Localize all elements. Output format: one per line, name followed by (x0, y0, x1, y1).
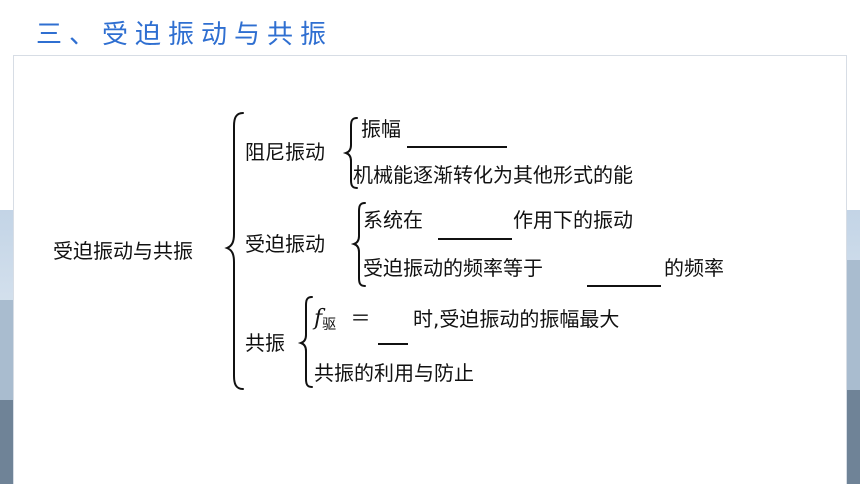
damped-item-amplitude: 振幅 (361, 117, 401, 141)
background-building-left-dark (0, 400, 13, 484)
resonance-item-applications: 共振的利用与防止 (314, 361, 474, 385)
branch-brace-3 (297, 296, 313, 388)
forced-item-2-before: 受迫振动的频率等于 (363, 256, 543, 280)
frequency-subscript: 驱 (322, 317, 337, 333)
forced-item-1-after: 作用下的振动 (513, 208, 633, 232)
fill-blank-amplitude (407, 146, 507, 148)
forced-item-2-after: 的频率 (664, 256, 724, 280)
resonance-condition-after: 时,受迫振动的振幅最大 (413, 307, 620, 331)
frequency-symbol: f (314, 306, 323, 331)
fill-blank-frequency (587, 285, 661, 287)
root-brace (224, 112, 244, 390)
fill-blank-resonance (378, 343, 408, 345)
equals-sign: ＝ (350, 306, 371, 330)
brace-lines (224, 112, 366, 390)
fill-blank-force (438, 238, 512, 240)
branch-brace-2 (350, 202, 366, 287)
forced-item-1-before: 系统在 (363, 208, 423, 232)
content-card: 受迫振动与共振 阻尼振动 振幅 机械能逐渐转化为其他形式的能 受迫振动 系统在 … (13, 55, 847, 484)
section-heading: 三、受迫振动与共振 (36, 20, 334, 50)
root-label: 受迫振动与共振 (53, 239, 193, 263)
branch-label-forced: 受迫振动 (245, 232, 325, 256)
branch-label-damped: 阻尼振动 (245, 140, 325, 164)
branch-brace-1 (342, 117, 358, 189)
branch-label-resonance: 共振 (245, 331, 285, 355)
background-building-right-dark (847, 390, 860, 484)
resonance-condition-formula: f驱 ＝ (314, 306, 371, 337)
damped-item-energy: 机械能逐渐转化为其他形式的能 (353, 163, 633, 187)
